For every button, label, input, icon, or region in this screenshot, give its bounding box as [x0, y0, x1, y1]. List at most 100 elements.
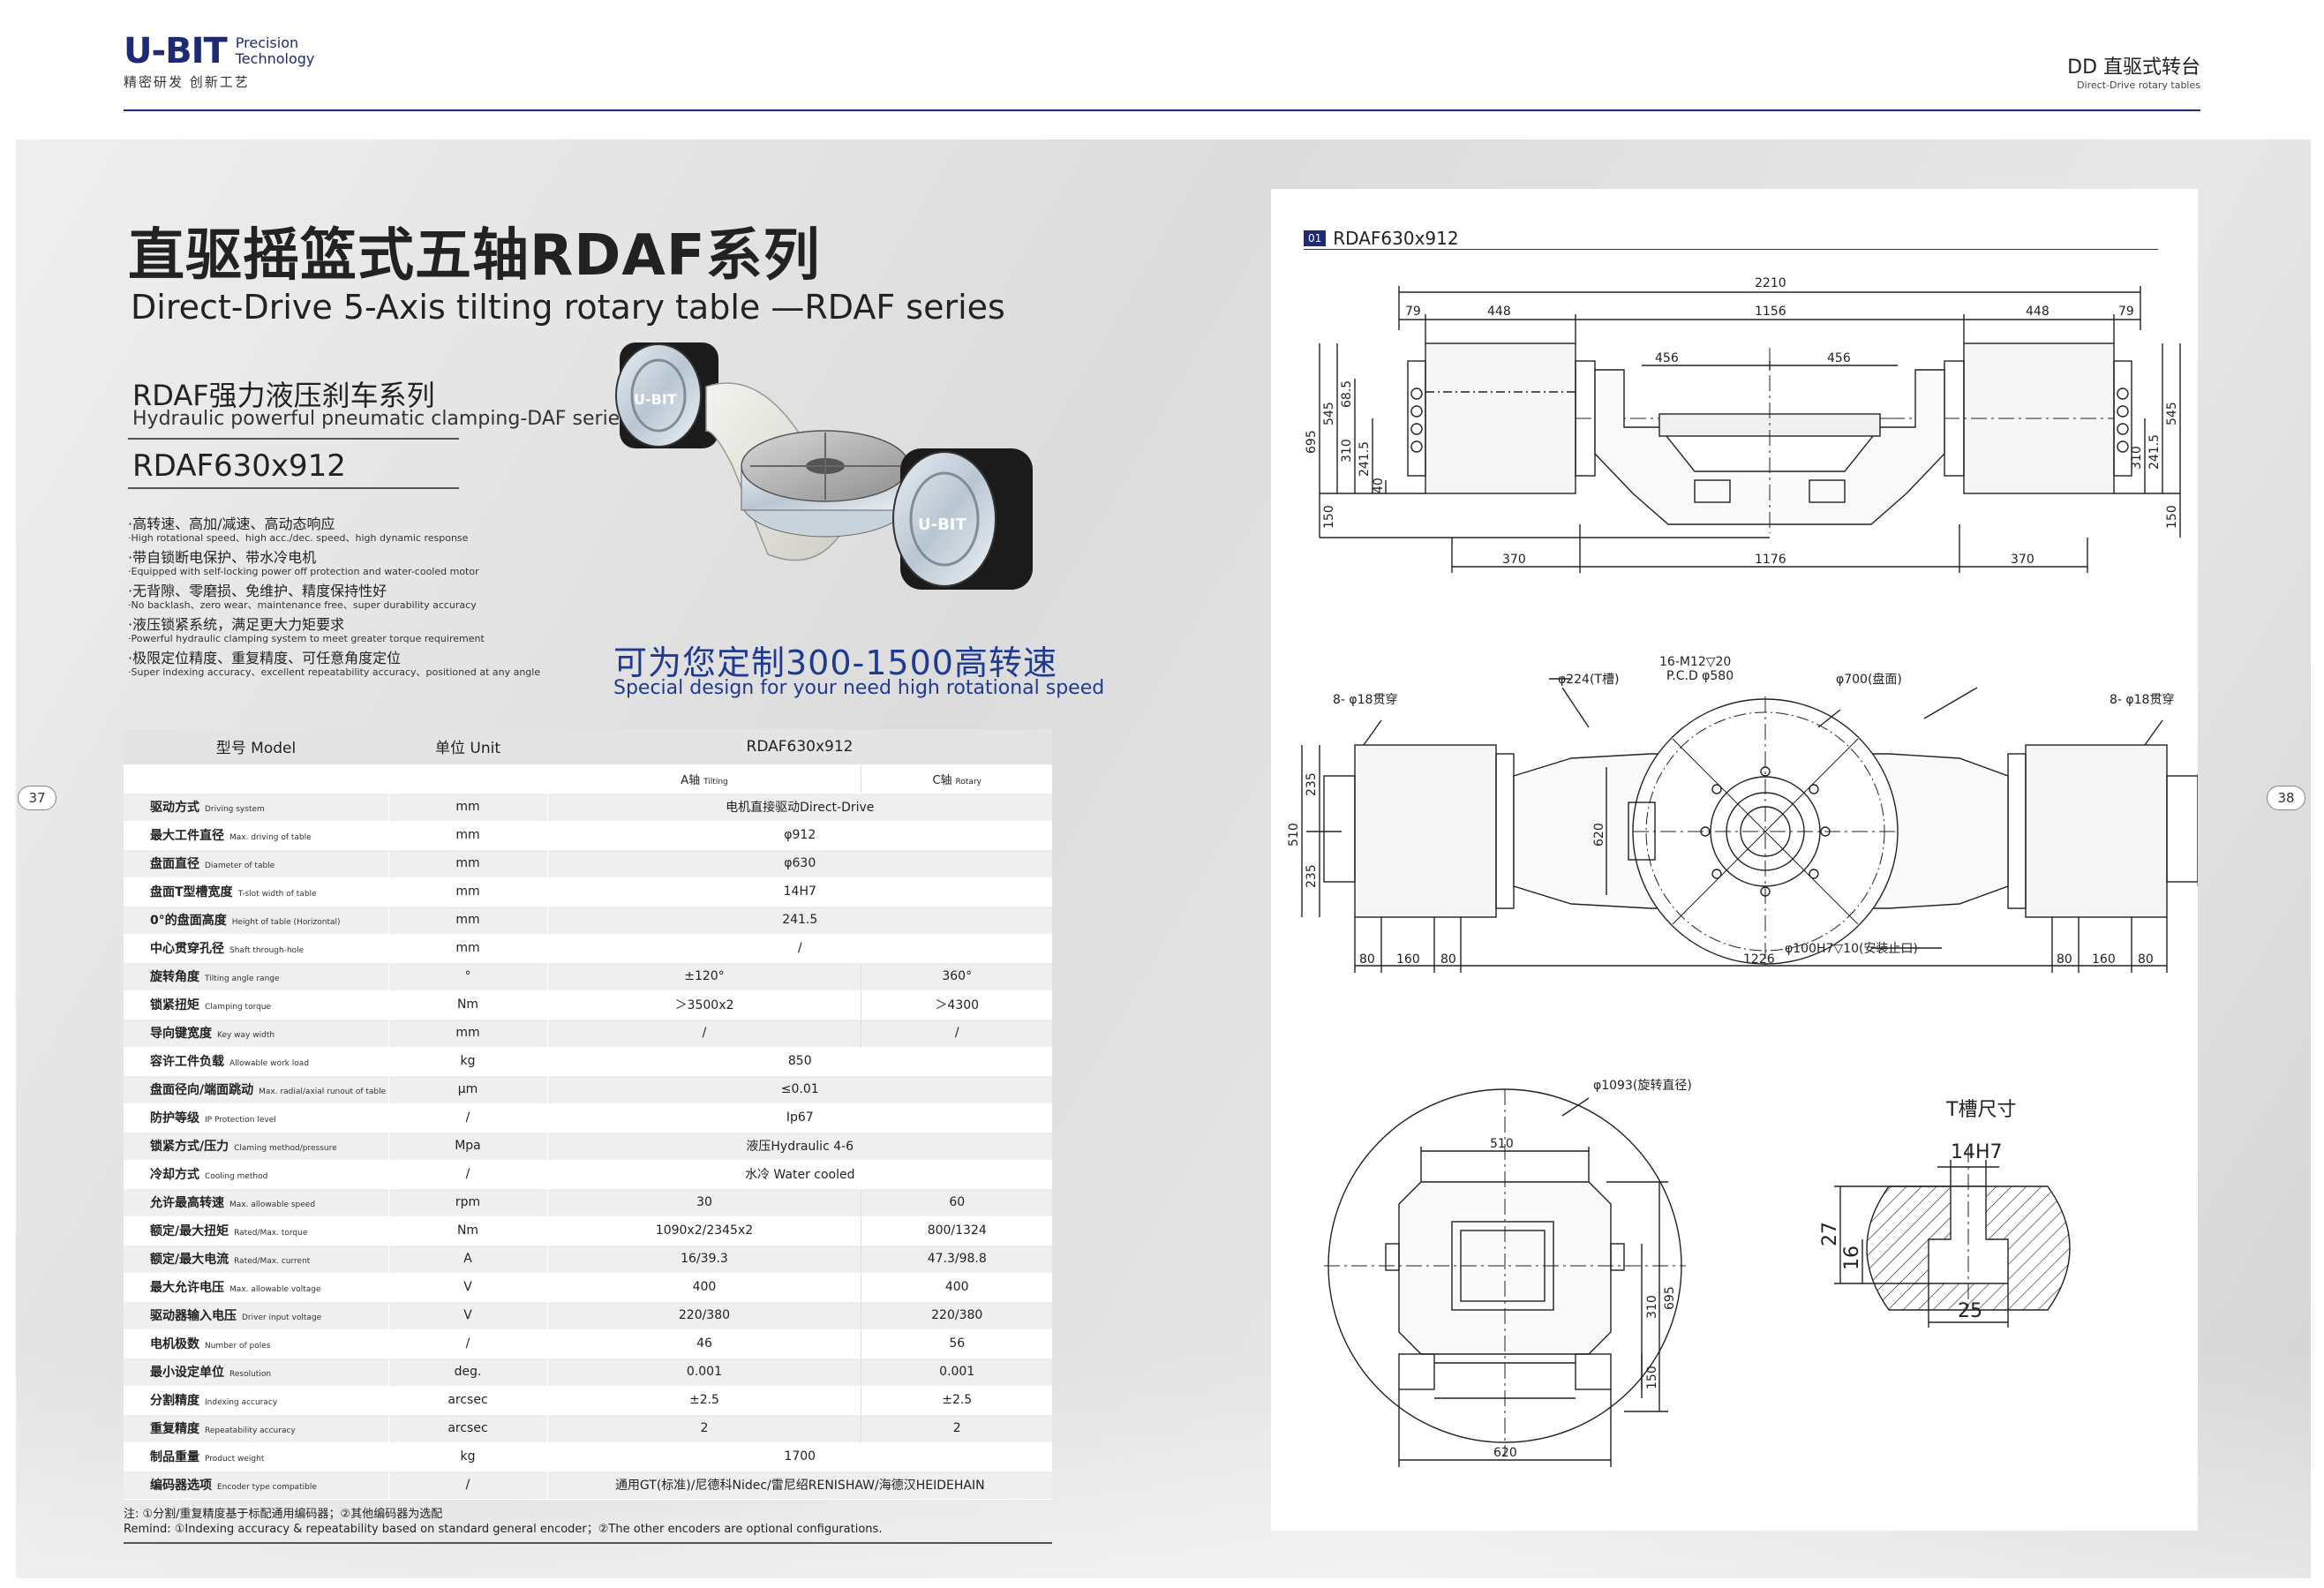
spec-unit: mm	[387, 849, 548, 878]
dim-top-235b: 235	[1305, 864, 1319, 888]
logo-mark: U-BIT	[124, 31, 228, 71]
feature-item: ·高转速、高加/减速、高动态响应·High rotational speed、h…	[128, 516, 605, 544]
dim-top-80a: 80	[1359, 952, 1375, 967]
custom-speed-cn: 可为您定制300-1500高转速	[613, 643, 1057, 682]
dim-top-80d: 80	[2138, 952, 2154, 967]
spec-unit: mm	[387, 793, 548, 822]
feature-item: ·极限定位精度、重复精度、可任意角度定位·Super indexing accu…	[128, 650, 605, 678]
spec-value-c-axis: 800/1324	[861, 1216, 1052, 1246]
feature-item: ·带自锁断电保护、带水冷电机·Equipped with self-lockin…	[128, 549, 605, 577]
dim-front-448b: 448	[2026, 305, 2049, 319]
spec-unit: deg.	[387, 1358, 548, 1387]
spec-value: /	[547, 934, 1052, 963]
spec-param-en: Height of table (Horizontal)	[231, 918, 341, 927]
spec-unit: rpm	[387, 1188, 548, 1217]
dim-top-bolt: 16-M12▽20	[1659, 655, 1731, 669]
spec-param-en: Key way width	[217, 1031, 275, 1040]
spec-param-en: Rated/Max. current	[234, 1257, 311, 1266]
spec-unit: /	[387, 1103, 548, 1133]
spec-value-a-axis: ±2.5	[547, 1386, 861, 1415]
spec-param-cn: 中心贯穿孔径	[150, 942, 224, 956]
series-subtitle-en: Hydraulic powerful pneumatic clamping-DA…	[132, 408, 630, 430]
spec-value: 14H7	[547, 877, 1052, 907]
category-en: Direct-Drive rotary tables	[2077, 79, 2200, 91]
dim-top-510: 510	[1287, 823, 1301, 847]
spec-value-a-axis: 2	[547, 1414, 861, 1443]
front-dimension-labels: 2210 79 448 1156 448 79 456 456 370 1176…	[1305, 276, 2179, 567]
spec-param-cn: 额定/最大扭矩	[150, 1224, 229, 1238]
spec-param-cn: 额定/最大电流	[150, 1253, 229, 1267]
spec-value: 水冷 Water cooled	[547, 1160, 1052, 1189]
dim-top-d700: φ700(盘面)	[1836, 672, 1902, 687]
feature-cn: ·极限定位精度、重复精度、可任意角度定位	[128, 650, 402, 666]
spec-header-model-value: RDAF630x912	[547, 729, 1052, 765]
dim-side-620: 620	[1493, 1446, 1517, 1460]
spec-param-cn: 驱动器输入电压	[150, 1309, 237, 1323]
dim-top-d224: φ224(T槽)	[1558, 673, 1619, 687]
model-rule	[128, 487, 459, 489]
side-view	[1324, 1088, 1686, 1467]
spec-bottom-rule	[124, 1541, 1052, 1544]
spec-value: 241.5	[547, 906, 1052, 935]
spec-param-cn: 电机极数	[150, 1337, 199, 1351]
remark-en: Remind: ①Indexing accuracy & repeatabili…	[124, 1522, 883, 1536]
spec-value-a-axis: /	[547, 1019, 861, 1048]
dim-top-hole-right: 8- φ18贯穿	[2110, 693, 2174, 707]
category-cn: DD 直驱式转台	[2067, 56, 2200, 79]
tslot-title: T槽尺寸	[1945, 1099, 2016, 1121]
spec-param-en: Max. allowable voltage	[229, 1285, 321, 1294]
feature-list: ·高转速、高加/减速、高动态响应·High rotational speed、h…	[128, 516, 605, 683]
dim-front-545: 545	[1322, 402, 1336, 425]
spec-value-c-axis: 56	[861, 1329, 1052, 1358]
spec-param-cn: 盘面径向/端面跳动	[150, 1083, 254, 1097]
feature-cn: ·带自锁断电保护、带水冷电机	[128, 549, 317, 566]
dim-top-80c: 80	[2057, 952, 2072, 967]
spec-value: 通用GT(标准)/尼德科Nidec/雷尼绍RENISHAW/海德汉HEIDEHA…	[547, 1471, 1052, 1500]
spec-param-cn: 制品重量	[150, 1450, 199, 1464]
spec-value-a-axis: 16/39.3	[547, 1245, 861, 1274]
spec-value-a-axis: 220/380	[547, 1301, 861, 1330]
spec-header-unit: 单位 Unit	[388, 729, 547, 765]
technical-drawings: 2210 79 448 1156 448 79 456 456 370 1176…	[1287, 276, 2198, 1467]
tslot-16: 16	[1841, 1246, 1863, 1270]
dim-front-695: 695	[1305, 430, 1319, 454]
feature-item: ·液压锁紧系统，满足更大力矩要求·Powerful hydraulic clam…	[128, 616, 605, 644]
dim-side-510: 510	[1490, 1137, 1514, 1151]
dim-side-swing: φ1093(旋转直径)	[1593, 1078, 1692, 1093]
spec-value-c-axis: 220/380	[861, 1301, 1052, 1330]
drawing-title: RDAF630x912	[1333, 228, 1459, 249]
spec-unit: Mpa	[387, 1132, 548, 1161]
spec-unit: mm	[387, 1019, 548, 1048]
rotary-table	[741, 430, 910, 538]
spec-param-cn: 旋转角度	[150, 970, 199, 984]
dim-top-235a: 235	[1305, 772, 1319, 796]
spec-param-cn: 分割精度	[150, 1394, 199, 1408]
spec-unit: mm	[387, 877, 548, 907]
spec-param-cn: 冷却方式	[150, 1168, 199, 1182]
spec-unit: arcsec	[387, 1386, 548, 1415]
tslot-14h7: 14H7	[1951, 1141, 2003, 1163]
feature-en: ·Powerful hydraulic clamping system to m…	[128, 633, 485, 644]
spec-value-a-axis: 30	[547, 1188, 861, 1217]
feature-cn: ·液压锁紧系统，满足更大力矩要求	[128, 616, 345, 633]
